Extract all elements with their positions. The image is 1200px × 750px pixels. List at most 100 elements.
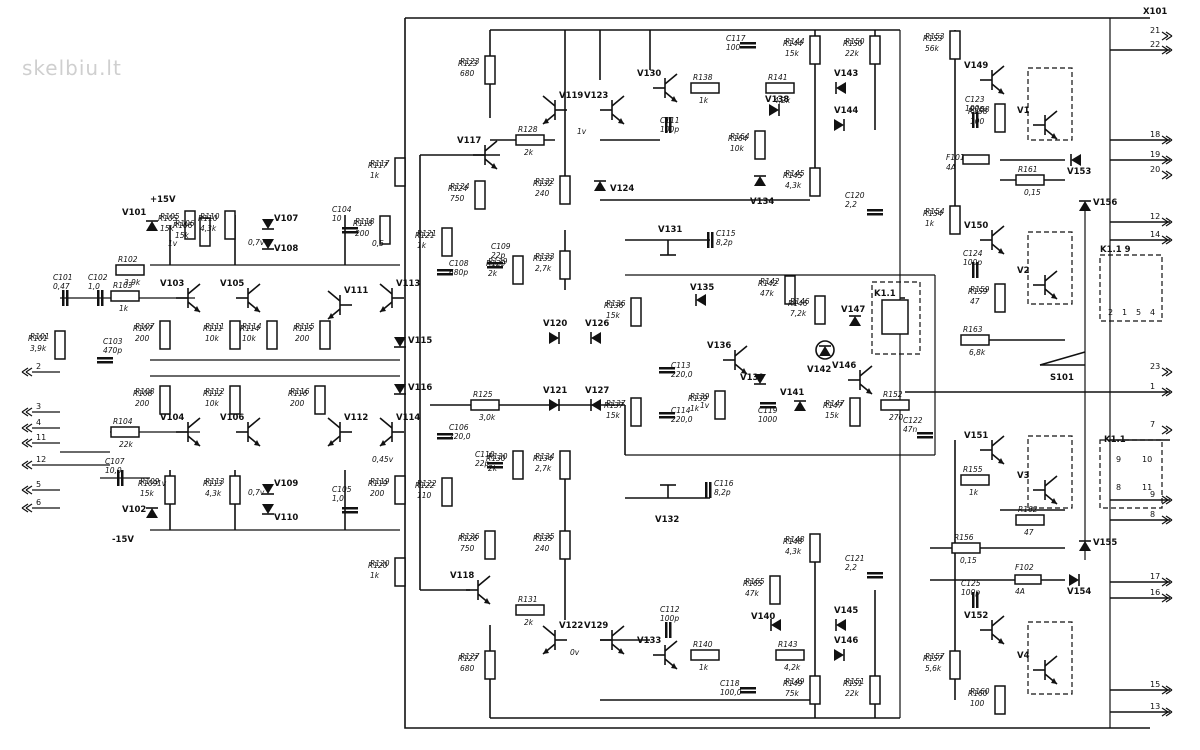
svg-text:75k: 75k xyxy=(785,689,800,698)
svg-text:R115: R115 xyxy=(295,322,315,331)
svg-text:0,15: 0,15 xyxy=(960,556,977,565)
svg-text:100p: 100p xyxy=(963,258,982,267)
svg-text:680p: 680p xyxy=(449,268,468,277)
svg-text:V136: V136 xyxy=(707,341,731,351)
svg-text:R136: R136 xyxy=(606,299,626,308)
svg-text:2,2: 2,2 xyxy=(845,200,857,209)
voltage-tag-1: 1v xyxy=(168,239,178,248)
svg-text:V135: V135 xyxy=(690,283,714,293)
svg-text:1k: 1k xyxy=(370,171,380,180)
svg-text:R106: R106 xyxy=(175,219,195,228)
output-pin-19: 19 xyxy=(1150,150,1173,165)
svg-text:22p: 22p xyxy=(491,251,506,260)
svg-text:R144: R144 xyxy=(785,37,805,46)
relay-contact-pin-1: 1 xyxy=(1122,308,1127,317)
transistor-v106: V106 xyxy=(220,413,261,447)
svg-text:R121: R121 xyxy=(417,229,437,238)
switch-s101-label: S101 xyxy=(1050,373,1074,383)
transistor-v117: V117 xyxy=(457,136,498,170)
svg-text:V111: V111 xyxy=(344,286,368,296)
svg-text:R144: R144 xyxy=(783,39,803,48)
svg-text:R146: R146 xyxy=(788,299,808,308)
svg-text:47: 47 xyxy=(970,297,980,306)
svg-text:V143: V143 xyxy=(834,69,858,79)
svg-text:R134: R134 xyxy=(535,452,555,461)
svg-text:15k: 15k xyxy=(785,49,800,58)
svg-text:R149: R149 xyxy=(785,677,805,686)
svg-text:12: 12 xyxy=(36,455,46,464)
svg-text:R108: R108 xyxy=(135,387,155,396)
diode-v121: V121 xyxy=(543,386,567,411)
svg-text:3,0k: 3,0k xyxy=(479,413,496,422)
svg-text:1,0: 1,0 xyxy=(332,494,344,503)
svg-text:C124: C124 xyxy=(963,249,983,258)
svg-text:10k: 10k xyxy=(205,399,220,408)
diode-v127: V127 xyxy=(585,386,609,411)
svg-text:C125: C125 xyxy=(961,579,981,588)
output-pin-1: 1 xyxy=(1150,382,1173,397)
relay-k-pin-11: 11 xyxy=(1142,483,1152,492)
svg-text:R154: R154 xyxy=(925,207,945,216)
svg-text:22p: 22p xyxy=(475,459,490,468)
svg-text:2k: 2k xyxy=(524,148,534,157)
svg-text:16: 16 xyxy=(1150,588,1160,597)
relay-contact-label-2: K1.1 xyxy=(1104,435,1126,445)
transistor-v149: V149 xyxy=(964,61,1005,95)
svg-text:4,2k: 4,2k xyxy=(784,663,801,672)
svg-text:C106: C106 xyxy=(449,423,469,432)
voltage-tag-7: 1v xyxy=(577,127,587,136)
transistor-v104: V104 xyxy=(160,413,201,447)
svg-text:V121: V121 xyxy=(543,386,567,396)
svg-text:C122: C122 xyxy=(903,416,923,425)
svg-text:R157: R157 xyxy=(925,652,945,661)
svg-text:C111: C111 xyxy=(660,116,680,125)
svg-text:R124: R124 xyxy=(450,182,470,191)
relay-contact-label-1: K1.1 9 xyxy=(1100,245,1131,255)
rail-negative-label: -15V xyxy=(112,535,134,545)
svg-text:R151: R151 xyxy=(843,679,863,688)
svg-text:R157: R157 xyxy=(923,654,943,663)
svg-text:V144: V144 xyxy=(834,106,858,116)
svg-text:V117: V117 xyxy=(457,136,481,146)
voltage-tag-6: 0,45v xyxy=(372,455,394,464)
svg-text:R140: R140 xyxy=(693,640,713,649)
resistor-r149: R149 75k xyxy=(783,675,821,705)
svg-text:R132: R132 xyxy=(535,177,555,186)
svg-text:V156: V156 xyxy=(1093,198,1117,208)
output-pin-9: 9 xyxy=(1150,490,1173,505)
svg-text:V108: V108 xyxy=(274,244,298,254)
svg-text:V1: V1 xyxy=(1017,106,1030,116)
svg-text:6,8k: 6,8k xyxy=(969,348,986,357)
svg-text:R130: R130 xyxy=(488,452,508,461)
svg-text:200: 200 xyxy=(295,334,310,343)
svg-text:10: 10 xyxy=(332,214,342,223)
svg-text:R160: R160 xyxy=(968,689,988,698)
transistor-v132-label: V132 xyxy=(655,515,679,525)
svg-text:17: 17 xyxy=(1150,572,1160,581)
svg-text:V146: V146 xyxy=(832,361,856,371)
svg-text:V114: V114 xyxy=(396,413,420,423)
svg-text:C119: C119 xyxy=(758,406,778,415)
svg-text:14: 14 xyxy=(1150,230,1160,239)
svg-text:V154: V154 xyxy=(1067,587,1091,597)
rail-positive-label: +15V xyxy=(150,195,176,205)
svg-text:19: 19 xyxy=(1150,150,1160,159)
transistor-v122: V122 xyxy=(542,621,583,655)
svg-text:R147: R147 xyxy=(823,401,843,410)
input-pin-5: 5 xyxy=(21,480,41,495)
